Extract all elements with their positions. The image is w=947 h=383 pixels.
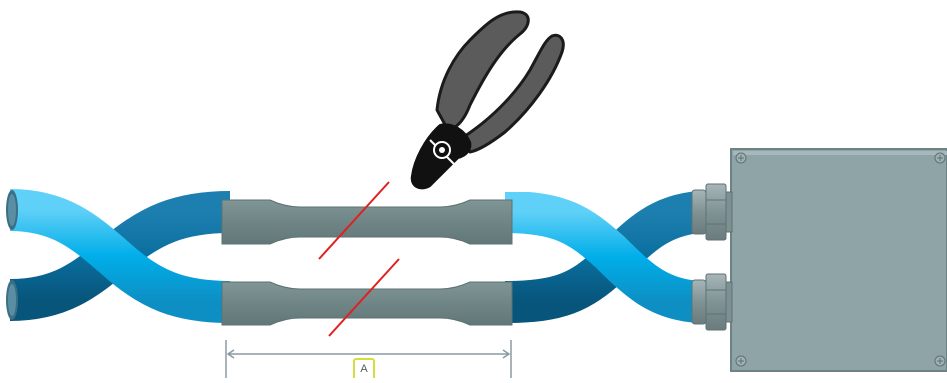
screw-icon — [934, 355, 946, 367]
screw-icon — [735, 355, 747, 367]
screw-icon — [735, 152, 747, 164]
side-cutter-pliers-icon — [405, 6, 565, 192]
cut-line-top — [318, 181, 390, 260]
right-cable-light — [504, 191, 702, 323]
left-cable-pair — [6, 189, 231, 323]
dimension-label: A — [353, 358, 375, 378]
junction-box — [730, 148, 947, 372]
cable-gland-icon — [691, 273, 733, 331]
sleeve-top — [221, 199, 513, 245]
left-cable-light — [9, 189, 231, 323]
cable-gland-icon — [691, 183, 733, 241]
right-cable-pair — [504, 191, 703, 323]
screw-icon — [934, 152, 946, 164]
sleeve-bottom — [221, 281, 513, 326]
dimension-line — [225, 340, 512, 378]
cut-line-bottom — [328, 258, 400, 337]
